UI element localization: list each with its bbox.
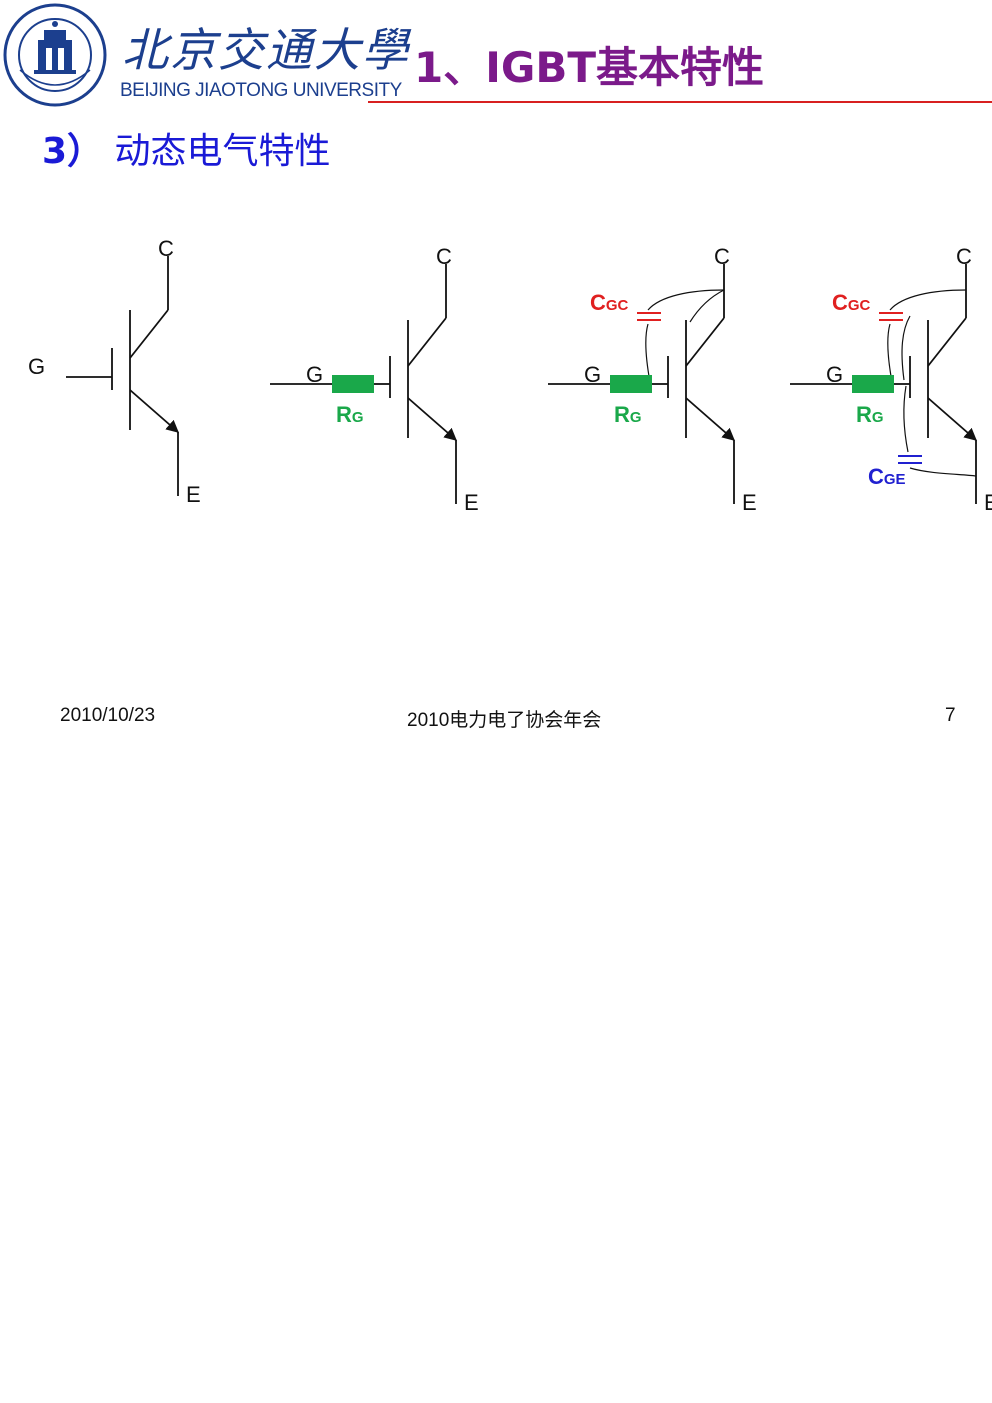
d2-emitter-label: E [464, 490, 479, 515]
slide-title: 1、IGBT基本特性 [414, 43, 764, 92]
university-logo: 北京交通大學 BEIJING JIAOTONG UNIVERSITY [0, 0, 408, 110]
d2-gate-resistor [332, 375, 374, 393]
d3-emitter-label: E [742, 490, 757, 515]
d4-cge-capacitor [898, 455, 922, 464]
section-title: 动态电气特性 [114, 131, 331, 172]
footer-date: 2010/10/23 [60, 705, 156, 726]
igbt-with-cgc [548, 264, 735, 504]
d3-cgc-wiring [645, 289, 725, 383]
d4-gate-label: G [826, 362, 843, 387]
d4-capacitor-wiring [887, 289, 977, 477]
d3-gate-label: G [584, 362, 601, 387]
title-divider [368, 101, 992, 103]
d1-collector-label: C [158, 236, 174, 261]
section-number: 3） [42, 131, 104, 172]
section-heading: 3） 动态电气特性 [42, 122, 331, 174]
igbt-with-cgc-cge [790, 264, 977, 504]
slide: 北京交通大學 BEIJING JIAOTONG UNIVERSITY 1、IGB… [0, 0, 992, 731]
d4-gate-resistor [852, 375, 894, 393]
d2-gate-label: G [306, 362, 323, 387]
igbt-symbol-basic [66, 256, 179, 496]
footer-page-number: 7 [945, 705, 956, 726]
d3-rg-label: RG [614, 402, 642, 427]
university-seal-icon [3, 3, 107, 107]
d3-collector-label: C [714, 244, 730, 269]
d2-rg-label: RG [336, 402, 364, 427]
d4-cge-label: CGE [868, 464, 906, 489]
university-name-cn: 北京交通大學 [122, 23, 410, 77]
d1-emitter-label: E [186, 482, 201, 507]
d3-cgc-label: CGC [590, 290, 629, 315]
igbt-with-gate-resistor [270, 264, 457, 504]
footer-event: 2010电力电了协会年会 [407, 710, 602, 731]
d4-collector-label: C [956, 244, 972, 269]
d4-rg-label: RG [856, 402, 884, 427]
university-name-en: BEIJING JIAOTONG UNIVERSITY [120, 80, 402, 101]
igbt-circuit-diagrams: C G E C G E RG [28, 236, 992, 515]
d2-collector-label: C [436, 244, 452, 269]
d3-gate-resistor [610, 375, 652, 393]
d1-gate-label: G [28, 354, 45, 379]
d4-cgc-capacitor [879, 312, 903, 321]
d4-cgc-label: CGC [832, 290, 871, 315]
d4-emitter-label: E [984, 490, 992, 515]
d3-cgc-capacitor [637, 312, 661, 321]
